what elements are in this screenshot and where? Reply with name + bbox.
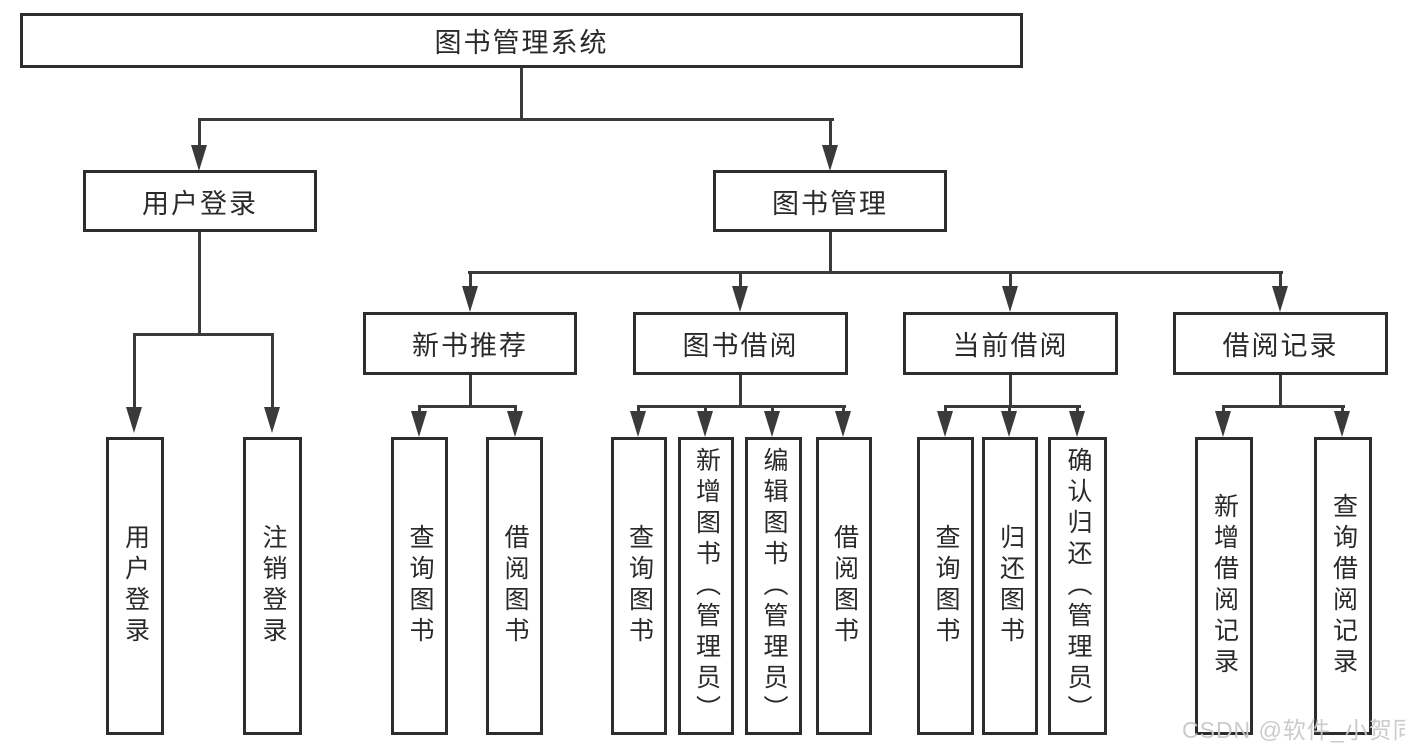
connector-bookmgmt-horizontal xyxy=(468,271,1283,274)
connector-stub-B1 xyxy=(637,405,640,413)
connector-stub-D2 xyxy=(1341,405,1344,413)
connector-stub-user-login xyxy=(198,118,201,147)
leaf-current-confirm-return-admin: 确认归还（管理员） xyxy=(1048,437,1107,735)
leaf-borrow-query-book: 查询图书 xyxy=(611,437,667,735)
connector-stub-leaf-login xyxy=(133,333,136,409)
arrow-to-current-borrow xyxy=(1002,286,1018,312)
node-borrow-records: 借阅记录 xyxy=(1173,312,1388,375)
arrow-to-borrow-records xyxy=(1272,286,1288,312)
node-book-management-system: 图书管理系统 xyxy=(20,13,1023,68)
arrow-to-B3 xyxy=(764,411,780,437)
leaf-records-query-record: 查询借阅记录 xyxy=(1314,437,1372,735)
connector-groupD-vertical xyxy=(1279,375,1282,407)
node-book-borrow: 图书借阅 xyxy=(633,312,848,375)
connector-bookmgmt-vertical xyxy=(829,232,832,273)
arrow-to-new-book xyxy=(462,286,478,312)
connector-groupA-horizontal xyxy=(418,405,517,408)
arrow-to-book-management xyxy=(822,145,838,171)
arrow-to-B1 xyxy=(630,411,646,437)
connector-groupA-vertical xyxy=(469,375,472,407)
node-user-login: 用户登录 xyxy=(83,170,317,232)
connector-stub-book-management xyxy=(829,118,832,147)
connector-stub-book-borrow xyxy=(739,271,742,288)
connector-stub-A2 xyxy=(514,405,517,413)
connector-stub-B3 xyxy=(771,405,774,413)
arrow-to-C3 xyxy=(1069,411,1085,437)
node-new-book-recommend: 新书推荐 xyxy=(363,312,577,375)
arrow-to-leaf-logout xyxy=(264,407,280,433)
connector-stub-borrow-records xyxy=(1279,271,1282,288)
arrow-to-leaf-login xyxy=(126,407,142,433)
connector-stub-C3 xyxy=(1076,405,1079,413)
connector-userlogin-horizontal xyxy=(133,333,274,336)
connector-stub-leaf-logout xyxy=(271,333,274,409)
connector-groupB-horizontal xyxy=(637,405,846,408)
node-book-management: 图书管理 xyxy=(713,170,947,232)
arrow-to-B2 xyxy=(697,411,713,437)
arrow-to-C1 xyxy=(937,411,953,437)
connector-stub-B2 xyxy=(704,405,707,413)
leaf-current-return-book: 归还图书 xyxy=(982,437,1038,735)
connector-stub-D1 xyxy=(1222,405,1225,413)
arrow-to-A2 xyxy=(507,411,523,437)
arrow-to-C2 xyxy=(1001,411,1017,437)
arrow-to-D1 xyxy=(1215,411,1231,437)
arrow-to-B4 xyxy=(835,411,851,437)
leaf-newbook-borrow-book: 借阅图书 xyxy=(486,437,543,735)
arrow-to-A1 xyxy=(411,411,427,437)
node-current-borrow: 当前借阅 xyxy=(903,312,1118,375)
connector-stub-A1 xyxy=(418,405,421,413)
connector-stub-C1 xyxy=(944,405,947,413)
connector-root-horizontal xyxy=(198,118,834,121)
connector-stub-B4 xyxy=(842,405,845,413)
leaf-current-query-book: 查询图书 xyxy=(917,437,974,735)
connector-groupC-horizontal xyxy=(944,405,1081,408)
connector-groupC-vertical xyxy=(1009,375,1012,407)
connector-stub-C2 xyxy=(1008,405,1011,413)
leaf-user-login: 用户登录 xyxy=(106,437,164,735)
connector-root-vertical xyxy=(520,68,523,118)
arrow-to-D2 xyxy=(1334,411,1350,437)
csdn-watermark: CSDN @软件_小贺同学 xyxy=(1182,717,1405,743)
connector-stub-current-borrow xyxy=(1009,271,1012,288)
connector-groupB-vertical xyxy=(739,375,742,407)
leaf-borrow-edit-book-admin: 编辑图书（管理员） xyxy=(745,437,802,735)
leaf-logout: 注销登录 xyxy=(243,437,302,735)
leaf-borrow-borrow-book: 借阅图书 xyxy=(816,437,872,735)
connector-groupD-horizontal xyxy=(1222,405,1345,408)
connector-stub-new-book xyxy=(469,271,472,288)
leaf-borrow-add-book-admin: 新增图书（管理员） xyxy=(678,437,734,735)
leaf-newbook-query-book: 查询图书 xyxy=(391,437,448,735)
arrow-to-user-login xyxy=(191,145,207,171)
connector-userlogin-vertical xyxy=(198,232,201,336)
leaf-records-add-record: 新增借阅记录 xyxy=(1195,437,1253,735)
arrow-to-book-borrow xyxy=(732,286,748,312)
